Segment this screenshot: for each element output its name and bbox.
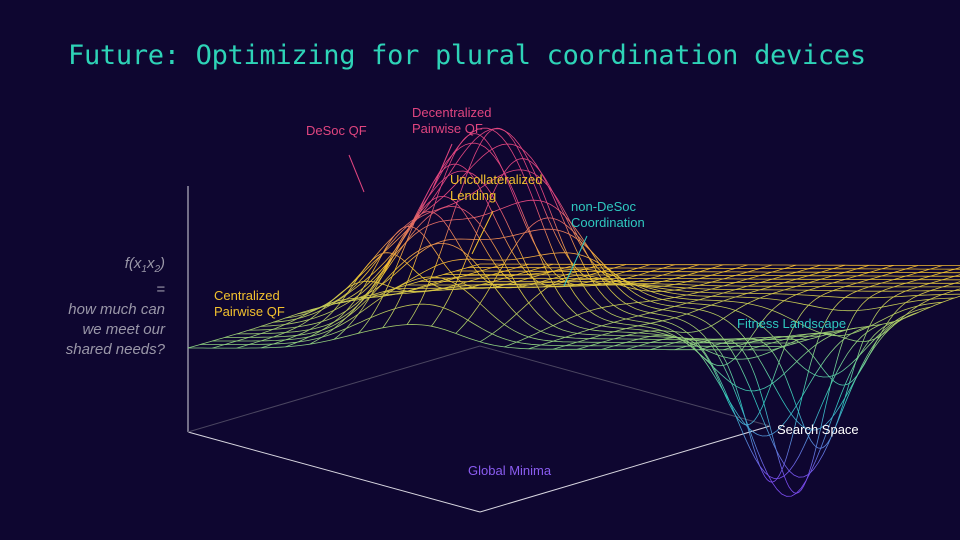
base-front-edge [187,431,481,513]
y-axis-line4: we meet our [82,321,165,338]
axes [187,186,771,513]
label-fitness-landscape: Fitness Landscape [737,316,847,331]
label-global-minima: Global Minima [468,463,552,478]
mesh-line-v [723,281,960,386]
label-uncollateralized-lending: Uncollateralized Lending [450,172,543,203]
label-search-space: Search Space [777,422,859,437]
mesh-line-u [419,281,960,284]
y-axis-line3: how much can [68,301,165,318]
base-back-right-edge [479,345,771,427]
mesh-line-u [443,274,960,277]
label-non-desoc-coordination: non-DeSoc Coordination [571,199,645,230]
mesh-line-u [224,243,809,341]
mesh-line-u [212,276,797,344]
mesh-line-v [260,252,554,349]
y-axis-equals: = [156,281,165,298]
label-centralized-pairwise-qf: Centralized Pairwise QF [214,288,285,319]
label-decentralized-pairwise-qf: Decentralized Pairwise QF [412,105,492,136]
y-axis-function: f(x1x2) [124,255,165,275]
label-desoc-qf: DeSoc QF [306,123,367,138]
slide-title: Future: Optimizing for plural coordinati… [68,40,866,71]
annotation-pointers [348,143,588,287]
mesh-line-u [273,127,858,392]
mesh-line-u [455,270,960,274]
pointer-uncollateralized [471,210,494,255]
mesh-line-u [480,263,960,267]
surface-mesh [187,127,960,497]
pointer-decentralized [432,143,453,189]
mesh-line-v [650,265,943,483]
mesh-line-v [698,274,960,449]
y-axis-label: f(x1x2) = how much can we meet our share… [25,254,165,360]
mesh-line-v [747,288,960,351]
base-back-left-edge [187,345,481,433]
base-right-edge [479,425,771,513]
pointer-desoc-qf [348,154,365,193]
mesh-line-u [467,267,960,270]
mesh-line-v [674,267,960,494]
mesh-line-v [771,295,960,351]
y-axis-line5: shared needs? [65,341,165,358]
pointer-non-desoc [563,235,588,287]
mesh-line-v [285,225,578,348]
